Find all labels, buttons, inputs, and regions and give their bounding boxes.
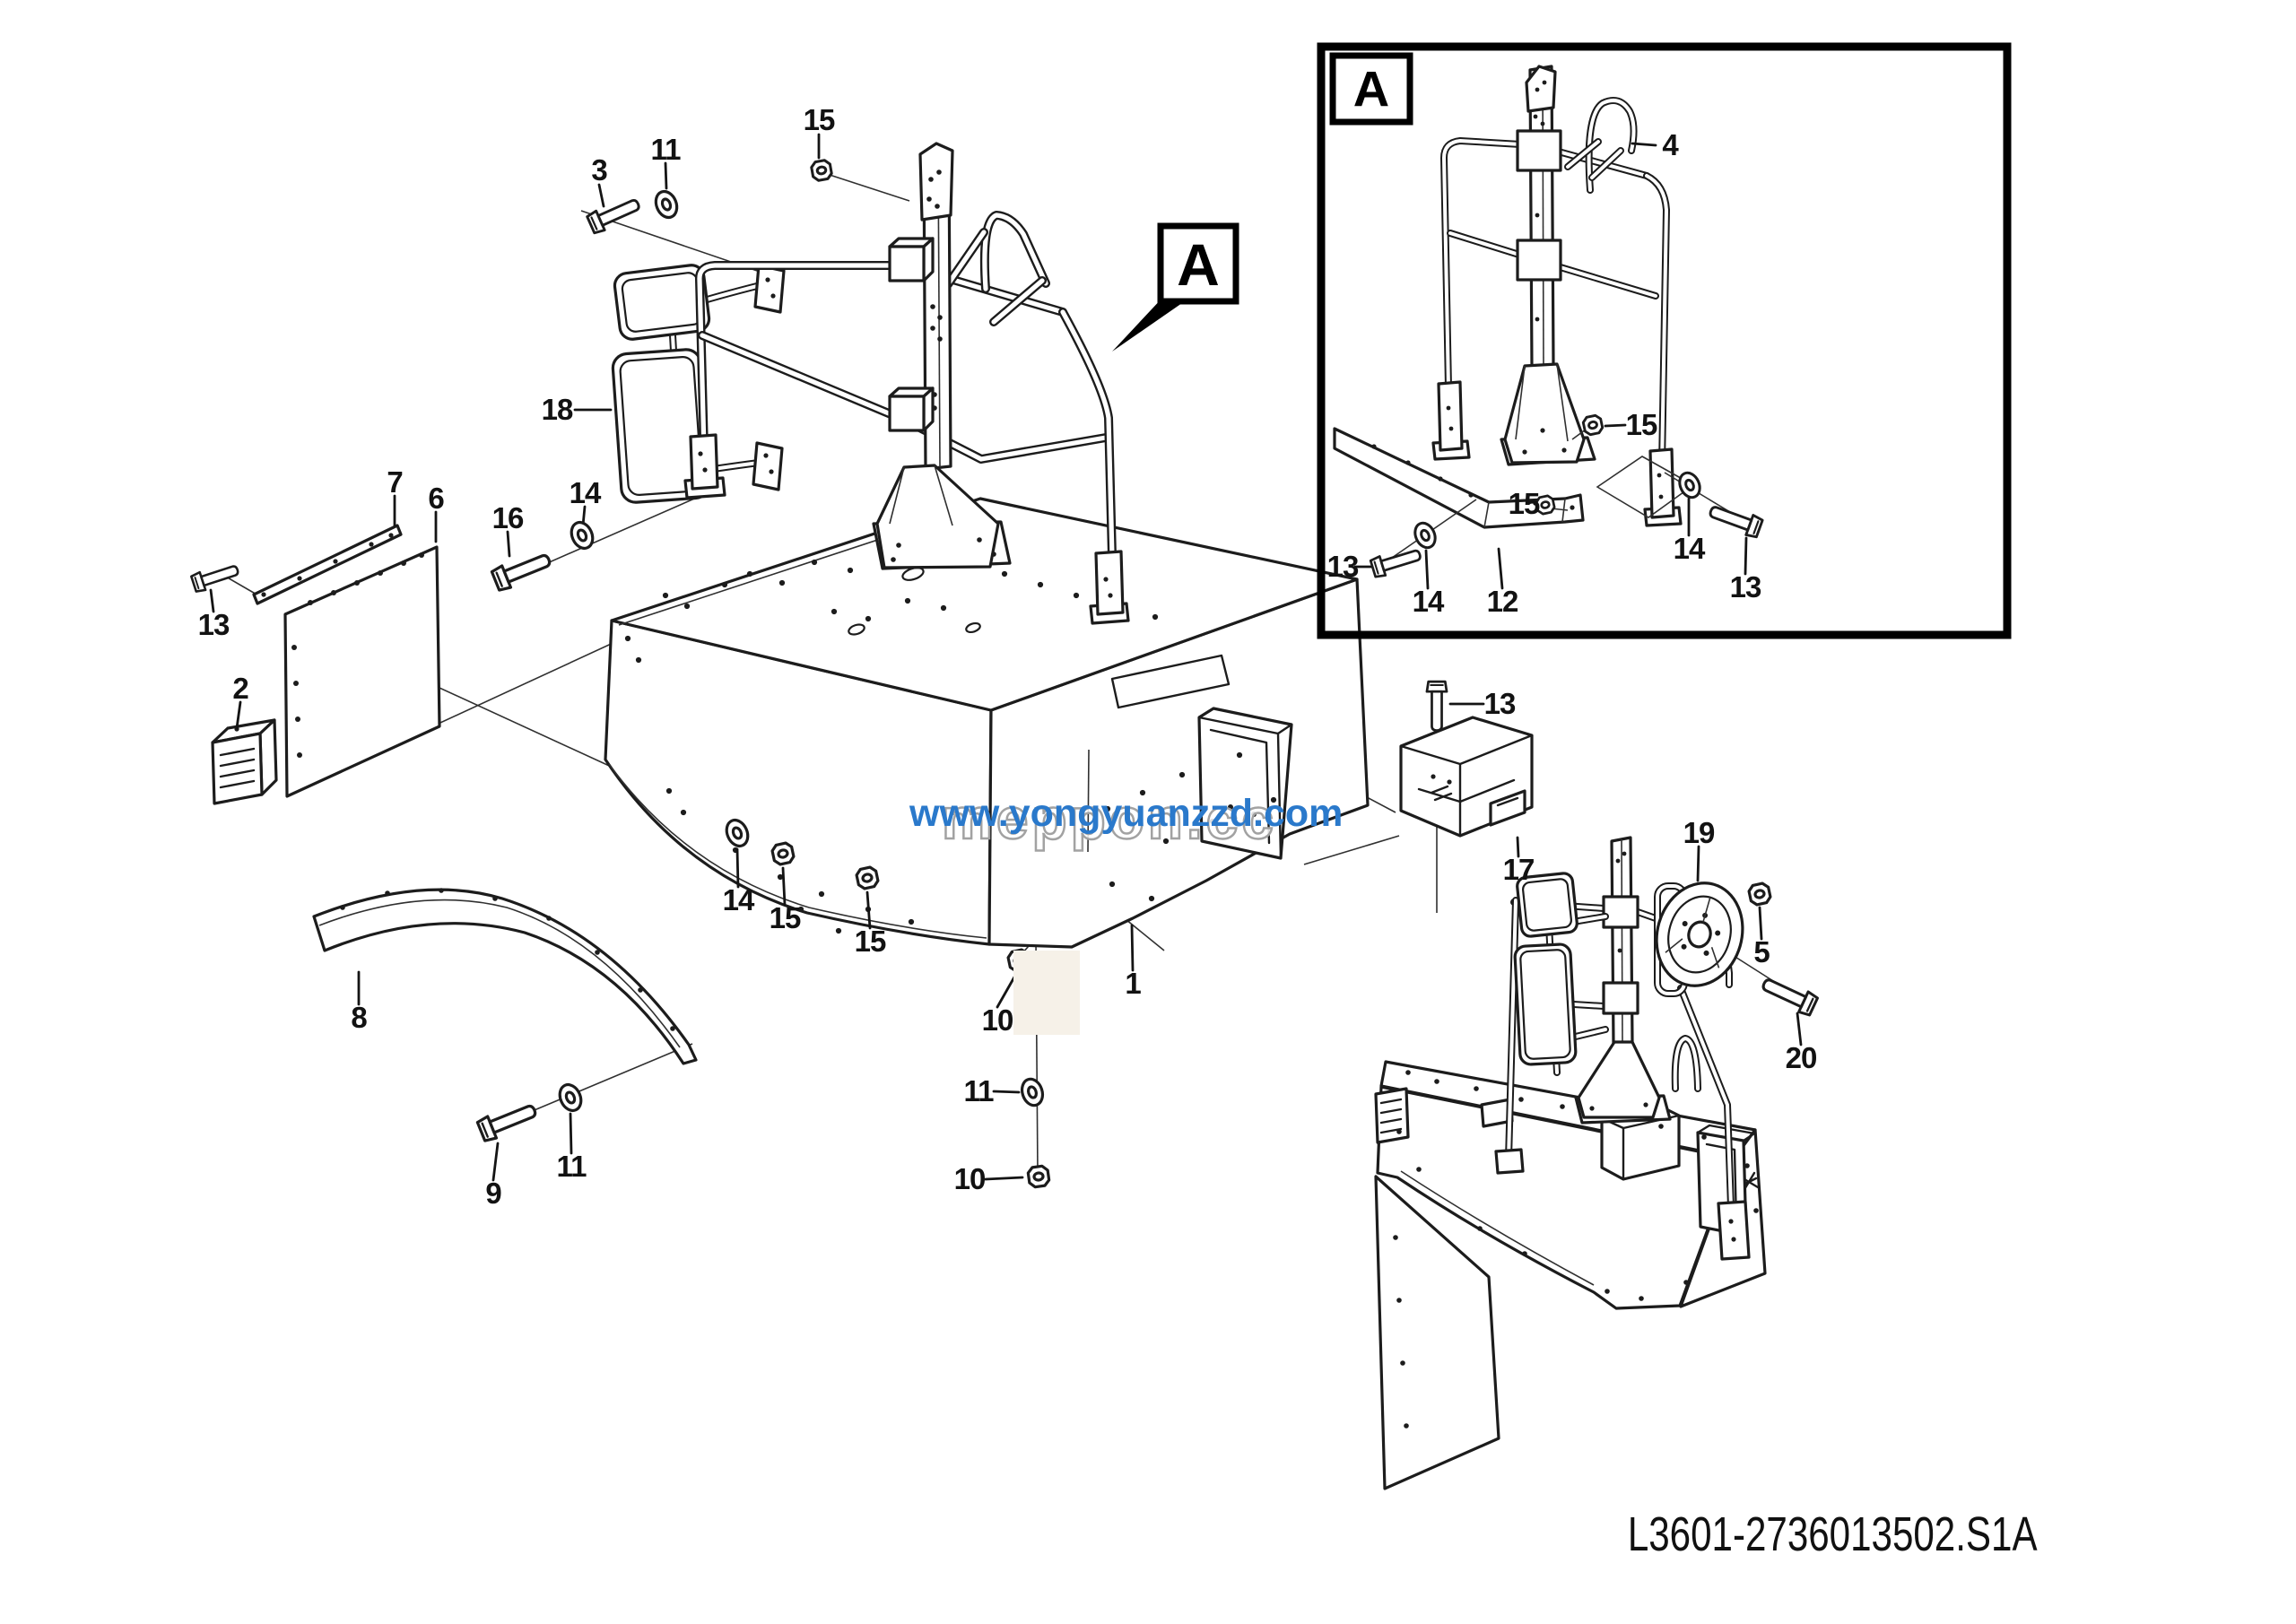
nut-15-icon (1580, 413, 1605, 438)
washer-11-icon (650, 187, 683, 222)
bolt-13-icon (1369, 543, 1424, 580)
inset-box (1317, 42, 2012, 639)
nut-15-icon (809, 158, 834, 183)
nut-5-icon (1746, 881, 1773, 908)
fender-part-1 (604, 497, 1370, 949)
watermark-outline-text: meppon.cc (941, 786, 1277, 853)
mirror-part-18 (611, 264, 786, 504)
bolt-13-icon (189, 560, 242, 595)
clamp-blocks (888, 237, 935, 432)
washer-14-icon (566, 517, 598, 553)
detail-flag-label: A (1177, 231, 1220, 298)
drawing-part-number: L3601-2736013502.S1A (1628, 1507, 2038, 1561)
paper-artifact-patch (1013, 951, 1080, 1035)
assembled-view (1374, 836, 1767, 1490)
bolt-13-icon (1706, 499, 1765, 540)
bolt-20-icon (1758, 972, 1820, 1019)
arch-part-8 (312, 888, 698, 1065)
bolt-16-icon (490, 547, 555, 594)
bolt-13-icon (1425, 680, 1448, 732)
washer-14-icon (1674, 468, 1705, 502)
watermark-url-text: www.yongyuanzzd.com (909, 792, 1344, 835)
nut-15-icon (770, 840, 796, 867)
assembled-panel-6 (1374, 1175, 1500, 1490)
inset-corner-label: A (1352, 60, 1390, 117)
support-bar-part-12 (1333, 427, 1585, 529)
spare-wheel-part-19 (1655, 881, 1744, 987)
bolt-9-icon (475, 1098, 541, 1144)
grille-part-2 (211, 718, 278, 805)
washer-11-icon (554, 1080, 587, 1116)
washer-11-icon (1017, 1074, 1048, 1110)
washer-14-icon (1410, 518, 1440, 552)
bracket-part-17 (1399, 716, 1534, 838)
fender-pocket (1197, 707, 1293, 860)
nut-15-icon (1534, 493, 1557, 517)
nut-10-icon (1025, 1163, 1052, 1190)
leader-lines (209, 133, 1803, 1182)
main-guard-assembly (683, 142, 1130, 625)
panel-part-6 (283, 545, 441, 798)
nut-15-icon (854, 864, 881, 891)
detail-flag (1112, 222, 1239, 352)
strip-part-7 (252, 524, 403, 605)
inset-guard-assembly (1431, 65, 1683, 527)
